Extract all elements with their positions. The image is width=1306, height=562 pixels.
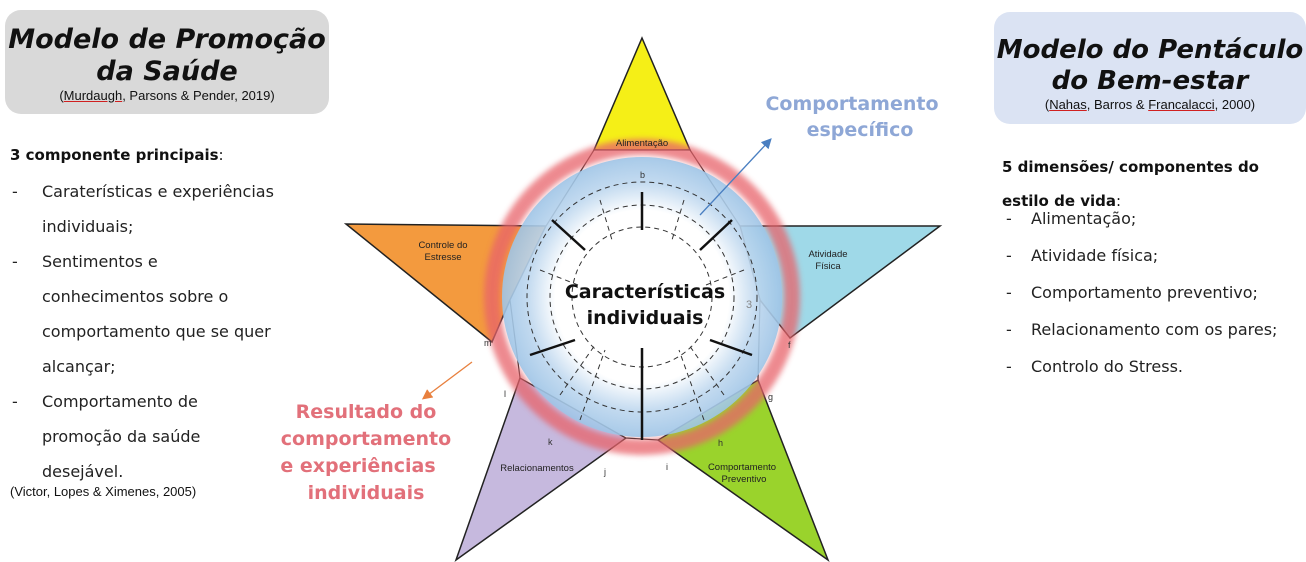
list-item: Comportamento de promoção da saúde desej… bbox=[8, 384, 278, 489]
point-label-left: Estresse bbox=[425, 252, 462, 263]
star-point-top bbox=[592, 36, 692, 151]
right-list-title-line: 5 dimensões/ componentes do bbox=[1002, 158, 1259, 176]
right-citation: (Nahas, Barros & Francalacci, 2000) bbox=[994, 97, 1306, 112]
list-item: Relacionamento com os pares; bbox=[1000, 319, 1306, 341]
callout-result: individuais bbox=[308, 482, 425, 504]
cite-rest: , Barros & bbox=[1086, 97, 1149, 112]
dashed-spoke bbox=[705, 269, 745, 286]
cite-author: Nahas bbox=[1049, 97, 1087, 112]
dashed-spoke bbox=[678, 349, 705, 421]
right-title: Modelo do Pentáculo do Bem-estar bbox=[996, 35, 1304, 96]
right-list-title-line: estilo de vida bbox=[1002, 192, 1116, 210]
left-component-list: Caraterísticas e experiências individuai… bbox=[8, 174, 278, 489]
spoke bbox=[529, 338, 576, 357]
list-item: Alimentação; bbox=[1000, 208, 1306, 230]
right-list-title-colon: : bbox=[1116, 192, 1122, 210]
left-title: Modelo de Promoção da Saúde bbox=[8, 24, 326, 87]
cite-author: Murdaugh bbox=[63, 88, 123, 103]
spoke bbox=[551, 219, 586, 251]
point-label-right: Atividade bbox=[808, 249, 847, 260]
small-letter: i bbox=[666, 462, 668, 472]
dashed-spoke bbox=[671, 199, 685, 241]
list-item: Caraterísticas e experiências individuai… bbox=[8, 174, 278, 244]
list-item: Atividade física; bbox=[1000, 245, 1306, 267]
small-letter: b bbox=[640, 170, 645, 180]
left-list-title-text: 3 componente principais bbox=[10, 146, 219, 164]
point-label-right: Física bbox=[815, 261, 841, 272]
right-dimension-list: Alimentação; Atividade física; Comportam… bbox=[1000, 208, 1306, 393]
callout-result: comportamento bbox=[281, 428, 451, 450]
left-citation: (Murdaugh, Parsons & Pender, 2019) bbox=[5, 88, 329, 103]
dashed-spoke bbox=[539, 269, 579, 286]
list-item: Controlo do Stress. bbox=[1000, 356, 1306, 378]
left-list-title-colon: : bbox=[218, 146, 224, 164]
callout-specific: Comportamento bbox=[765, 93, 938, 115]
dashed-spoke bbox=[559, 344, 596, 396]
center-label: individuais bbox=[587, 307, 704, 329]
callout-result: Resultado do bbox=[296, 401, 437, 423]
left-title-box: Modelo de Promoção da Saúde (Murdaugh, P… bbox=[5, 10, 329, 114]
right-title-box: Modelo do Pentáculo do Bem-estar (Nahas,… bbox=[994, 12, 1306, 124]
cite-author: Francalacci bbox=[1148, 97, 1215, 112]
right-list-title: 5 dimensões/ componentes do estilo de vid… bbox=[1002, 150, 1259, 218]
callout-specific: específico bbox=[807, 119, 914, 141]
small-letter: g bbox=[768, 392, 773, 402]
point-label-bottom-left: Relacionamentos bbox=[500, 463, 574, 474]
small-letter: m bbox=[484, 338, 492, 348]
dashed-spoke bbox=[579, 349, 606, 421]
inner-glow bbox=[502, 157, 782, 437]
point-label-bottom-right: Comportamento bbox=[708, 462, 776, 473]
small-letter: k bbox=[548, 437, 553, 447]
cite-open: ( bbox=[1044, 97, 1050, 112]
center-label: Características bbox=[565, 281, 725, 303]
small-letter: h bbox=[718, 438, 723, 448]
spokes bbox=[529, 192, 753, 440]
specific-arrow bbox=[699, 138, 772, 216]
point-label-left: Controle do bbox=[418, 240, 467, 251]
point-label-bottom-right: Preventivo bbox=[722, 474, 767, 485]
small-letter: l bbox=[504, 389, 506, 399]
left-reference: (Victor, Lopes & Ximenes, 2005) bbox=[10, 484, 197, 499]
small-letter: 3 bbox=[746, 299, 752, 311]
spoke bbox=[709, 338, 753, 357]
result-arrow bbox=[421, 361, 473, 400]
small-letter: f bbox=[788, 340, 791, 350]
outer-ring bbox=[484, 139, 800, 455]
dashed-spoke bbox=[688, 344, 725, 396]
spoke bbox=[699, 219, 733, 251]
point-label-top: Alimentação bbox=[616, 138, 668, 149]
cite-rest: , Parsons & Pender, 2019) bbox=[122, 88, 275, 103]
dashed-spokes bbox=[539, 199, 745, 421]
cite-rest: , 2000) bbox=[1214, 97, 1256, 112]
dashed-spoke bbox=[599, 199, 613, 241]
list-item: Sentimentos e conhecimentos sobre o comp… bbox=[8, 244, 278, 384]
left-list-title: 3 componente principais: bbox=[10, 146, 224, 164]
cite-open: ( bbox=[59, 88, 64, 103]
list-item: Comportamento preventivo; bbox=[1000, 282, 1306, 304]
small-letter: j bbox=[603, 467, 606, 477]
callout-result: e experiências bbox=[280, 455, 435, 477]
